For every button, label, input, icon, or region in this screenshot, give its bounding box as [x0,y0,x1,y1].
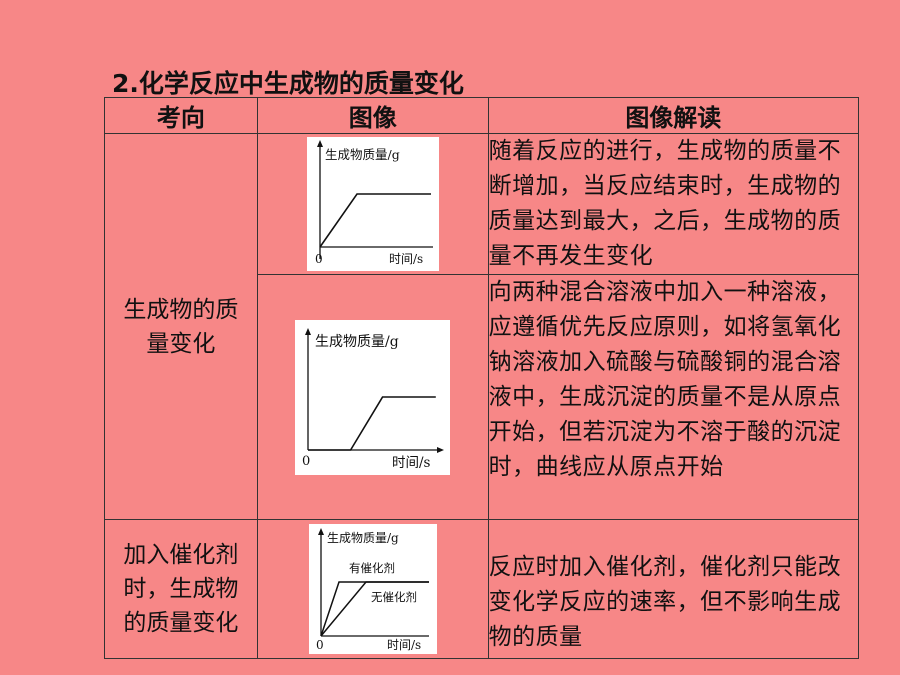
chart-2-svg: 生成物质量/g 0 时间/s [302,327,445,471]
header-row: 考向 图像 图像解读 [104,97,860,134]
chart-2-line [308,395,437,451]
graph-cell: 生成物质量/g 0 时间/s [256,133,489,275]
y-axis-label: 生成物质量/g [315,334,399,350]
no-catalyst-line [320,581,429,637]
table-row: 生成物的质 量变化 生成物质量/g 0 时间/s 随着反应的进行，生成物的质量不… [104,133,860,520]
comparison-table: 考向 图像 图像解读 生成物的质 量变化 生成物质量/g 0 时间/s 随着反应… [104,97,860,659]
direction-line: 的质量变化 [123,610,239,636]
no-catalyst-label: 无催化剂 [371,590,417,604]
direction-line: 生成物的质 [123,296,239,323]
description-cell: 反应时加入催化剂，催化剂只能改变化学反应的速率，但不影响生成物的质量 [487,519,860,659]
direction-line: 加入催化剂 [123,542,239,568]
y-axis-label: 生成物质量/g [327,531,399,545]
direction-cell: 生成物的质 量变化 [104,133,258,520]
chart-2: 生成物质量/g 0 时间/s [295,319,451,475]
graph-cell: 生成物质量/g 有催化剂 无催化剂 0 时间/s [256,519,489,659]
origin-label: 0 [315,252,323,266]
graph-cell: 生成物质量/g 0 时间/s [256,274,489,520]
chart-3: 生成物质量/g 有催化剂 无催化剂 0 时间/s [308,524,437,654]
chart-1: 生成物质量/g 0 时间/s [306,137,439,271]
x-axis-label: 时间/s [392,455,431,471]
y-axis-arrow [317,528,324,535]
y-axis-arrow [305,327,312,335]
description-cell: 向两种混合溶液中加入一种溶液，应遵循优先反应原则，如将氢氧化钠溶液加入硫酸与硫酸… [487,274,860,520]
description-cell: 随着反应的进行，生成物的质量不断增加，当反应结束时，生成物的质量达到最大，之后，… [487,133,860,275]
chart-1-svg: 生成物质量/g 0 时间/s [315,140,433,266]
chart-3-svg: 生成物质量/g 有催化剂 无催化剂 0 时间/s [316,528,429,652]
origin-label: 0 [302,454,310,469]
catalyst-label: 有催化剂 [349,561,395,575]
direction-line: 时，生成物 [123,576,239,602]
direction-line: 量变化 [146,330,216,357]
x-axis-arrow [437,446,445,453]
header-interpretation: 图像解读 [487,97,860,134]
table-row: 生成物质量/g 0 时间/s 向两种混合溶液中加入一种溶液，应遵循优先反应原则，… [105,274,860,520]
origin-label: 0 [316,638,324,652]
header-direction: 考向 [104,97,258,134]
chart-1-line [319,193,431,248]
x-axis-label: 时间/s [387,638,421,652]
direction-cell: 加入催化剂 时，生成物 的质量变化 [104,519,258,659]
x-axis-label: 时间/s [389,252,423,266]
header-graph: 图像 [256,97,489,134]
table-row: 加入催化剂 时，生成物 的质量变化 生成物质量/g 有催化剂 无催化剂 0 时间… [104,519,860,659]
page-title: 2.化学反应中生成物的质量变化 [112,69,464,98]
y-axis-arrow [316,140,323,147]
y-axis-label: 生成物质量/g [325,147,400,162]
